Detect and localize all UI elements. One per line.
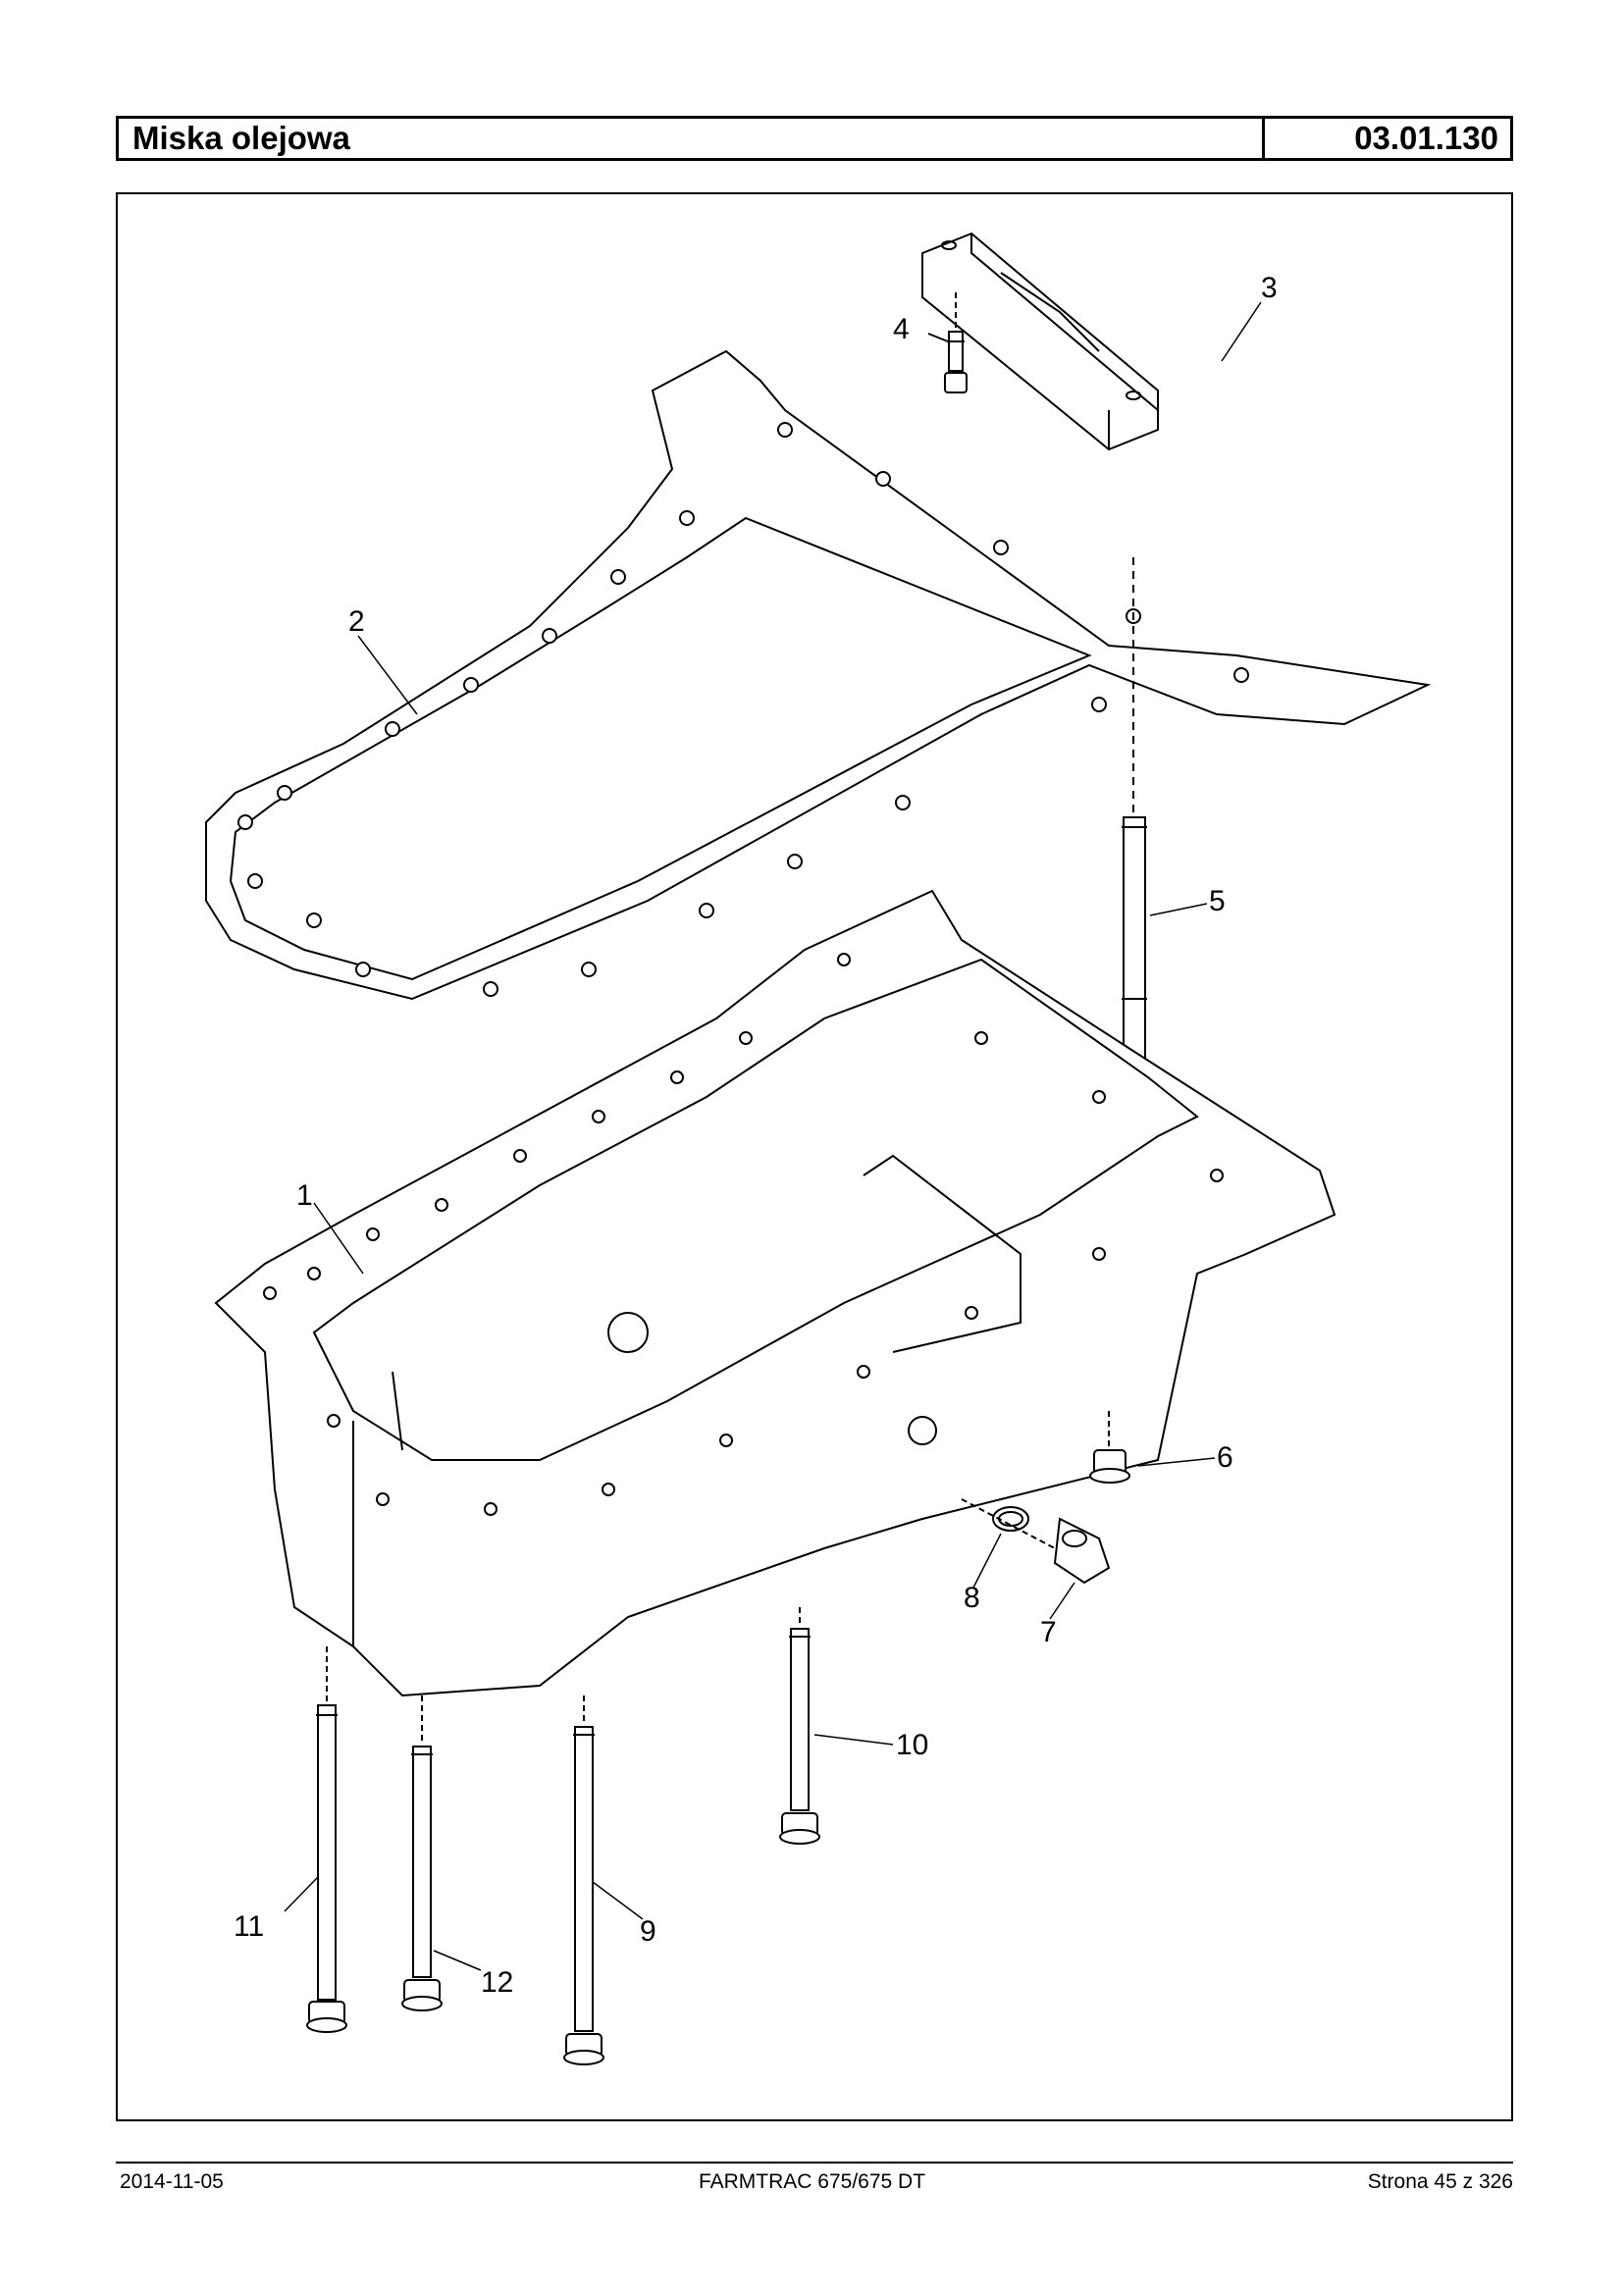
callout-5: 5 [1209, 885, 1226, 917]
callout-11: 11 [234, 1910, 264, 1943]
oil-pan-bolt-holes [263, 953, 1224, 1516]
drain-plug-part [961, 1498, 1111, 1585]
bracket-part [921, 232, 1159, 451]
callout-12: 12 [481, 1966, 513, 1999]
page-header: Miska olejowa 03.01.130 [116, 116, 1513, 161]
gasket-bolt-holes [237, 422, 1249, 997]
oil-pan-part [214, 889, 1336, 1697]
callout-9: 9 [640, 1915, 656, 1948]
bolt-10-part [779, 1607, 820, 1845]
exploded-parts-diagram: 3 4 2 5 1 6 8 7 10 9 12 11 [116, 192, 1513, 2121]
leader-lines [284, 301, 1262, 1971]
plug-part [1089, 1411, 1130, 1484]
footer-date: 2014-11-05 [120, 2170, 224, 2193]
bolt-12-part [401, 1695, 443, 2011]
footer-page-number: Strona 45 z 326 [1367, 2170, 1513, 2193]
callout-10: 10 [896, 1729, 928, 1761]
footer-divider [116, 2162, 1513, 2164]
small-screw-part [927, 292, 968, 393]
bolt-9-part [563, 1695, 604, 2065]
section-code: 03.01.130 [1354, 120, 1498, 156]
bolt-11-part [306, 1646, 347, 2033]
gasket-part [205, 349, 1432, 1001]
footer-model: FARMTRAC 675/675 DT [698, 2170, 926, 2193]
callout-3: 3 [1261, 272, 1278, 304]
callout-2: 2 [348, 605, 365, 638]
seal-ring-part [992, 1506, 1029, 1532]
callout-1: 1 [296, 1179, 313, 1212]
callout-7: 7 [1040, 1616, 1057, 1648]
callout-labels: 3 4 2 5 1 6 8 7 10 9 12 11 [234, 272, 1278, 1999]
callout-6: 6 [1217, 1441, 1233, 1474]
callout-8: 8 [964, 1582, 980, 1614]
oil-pan-diagram: 3 4 2 5 1 6 8 7 10 9 12 11 [205, 232, 1432, 2065]
stud-part [1122, 557, 1147, 1059]
page-title: Miska olejowa [119, 119, 1265, 158]
callout-4: 4 [893, 313, 910, 345]
